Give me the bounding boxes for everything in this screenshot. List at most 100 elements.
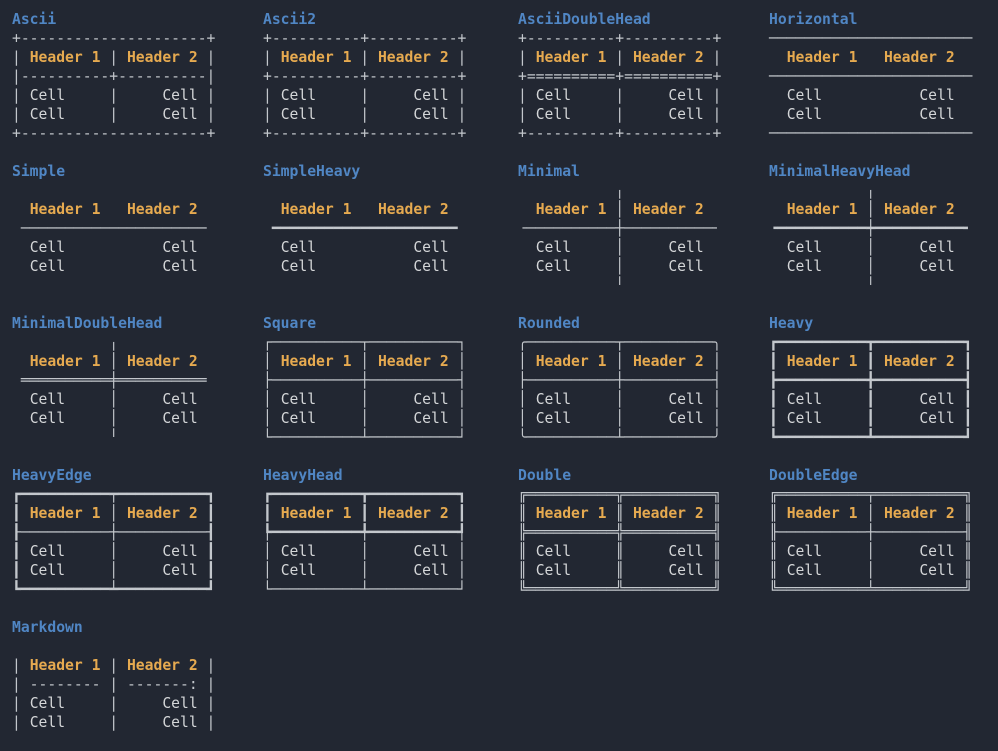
border-left: ║: [518, 562, 536, 579]
cell-value: Cell: [919, 87, 955, 104]
border-bottom-text: ╰──────────┴──────────╯: [518, 429, 722, 446]
table-row: Cell │ Cell: [12, 409, 215, 428]
cell-value: Cell: [29, 106, 66, 123]
border-divider: │: [316, 562, 414, 579]
table-title-line: HeavyEdge: [12, 466, 215, 485]
border-left: │: [263, 562, 281, 579]
cell-value: Cell: [162, 106, 198, 123]
table-border-bottom: [12, 276, 215, 295]
cell-value: Cell: [162, 695, 198, 712]
cell-value: Cell: [29, 258, 66, 275]
table-header-separator: +----------+----------+: [263, 67, 466, 86]
cell-value: Cell: [413, 543, 449, 560]
header-cell-1: Header 1: [29, 657, 101, 674]
separator-text: ╺━━━━━━━━━━┿━━━━━━━━━━╸: [769, 220, 973, 237]
border-right: |: [703, 106, 722, 123]
border-right: │: [703, 391, 722, 408]
border-divider: │: [316, 410, 414, 427]
border-divider: │: [571, 391, 669, 408]
border-right: [955, 258, 973, 275]
cell-value: Cell: [280, 239, 317, 256]
border-divider: ┃: [822, 410, 920, 427]
cell-value: Cell: [919, 543, 955, 560]
table-title-line: MinimalHeavyHead: [769, 162, 972, 181]
table-title: DoubleEdge: [769, 467, 858, 484]
table-title: Rounded: [518, 315, 580, 332]
table-header-row: │ Header 1 │ Header 2 │: [518, 352, 721, 371]
border-top-text: ┏━━━━━━━━━━┳━━━━━━━━━━┓: [263, 486, 467, 503]
border-right: │: [448, 410, 467, 427]
border-right: [198, 239, 216, 256]
table-title: HeavyEdge: [12, 467, 92, 484]
border-left: ║: [518, 543, 536, 560]
border-divider: |: [351, 49, 378, 66]
cell-value: Cell: [786, 239, 823, 256]
border-left: [769, 201, 787, 218]
border-left: [518, 239, 536, 256]
border-divider: ┃: [822, 391, 920, 408]
border-left: ┃: [263, 505, 281, 522]
table-title: Simple: [12, 163, 66, 180]
border-divider: [316, 239, 413, 256]
border-right: [449, 201, 467, 218]
cell-value: Cell: [162, 87, 198, 104]
cell-value: Cell: [280, 87, 317, 104]
table-header-separator: +==========+==========+: [518, 67, 721, 86]
cell-value: Cell: [535, 543, 572, 560]
table-border-bottom: ╚══════════╩══════════╝: [518, 580, 721, 599]
table-border-top: ┏━━━━━━━━━━┯━━━━━━━━━━┓: [12, 485, 215, 504]
border-right: |: [197, 106, 216, 123]
cell-value: Cell: [919, 562, 955, 579]
header-cell-2: Header 2: [883, 505, 955, 522]
cell-value: Cell: [413, 258, 449, 275]
border-right: [198, 353, 216, 370]
cell-value: Cell: [535, 562, 572, 579]
cell-value: Cell: [535, 391, 572, 408]
border-divider: │: [822, 543, 920, 560]
border-left: │: [518, 353, 536, 370]
cell-value: Cell: [29, 562, 66, 579]
border-left: [769, 239, 787, 256]
border-left: [12, 201, 30, 218]
table-border-top: +----------+----------+: [263, 29, 466, 48]
table-border-top: +----------+----------+: [518, 29, 721, 48]
table-title: MinimalDoubleHead: [12, 315, 163, 332]
border-left: │: [263, 410, 281, 427]
border-bottom-text: ┗━━━━━━━━━━┷━━━━━━━━━━┛: [12, 581, 216, 598]
border-left: |: [12, 87, 30, 104]
table-simpleheavy: SimpleHeavy Header 1 Header 2 ━━━━━━━━━━…: [263, 162, 466, 295]
table-row: | Cell | Cell |: [263, 86, 466, 105]
border-top-text: ╷: [769, 182, 973, 199]
border-bottom-text: +----------+----------+: [263, 125, 467, 142]
table-heavyedge: HeavyEdge┏━━━━━━━━━━┯━━━━━━━━━━┓┃ Header…: [12, 466, 215, 599]
border-bottom-text: +---------------------+: [12, 125, 216, 142]
header-cell-1: Header 1: [29, 353, 101, 370]
table-minimalheavyhead: MinimalHeavyHead ╷ Header 1 │ Header 2 ╺…: [769, 162, 972, 295]
border-right: │: [448, 391, 467, 408]
cell-value: Cell: [280, 391, 317, 408]
border-right: [955, 87, 973, 104]
border-left: [12, 353, 30, 370]
table-border-top: ───────────────────────: [769, 29, 972, 48]
cell-value: Cell: [919, 239, 955, 256]
table-border-top: [12, 181, 215, 200]
border-divider: ┃: [351, 505, 378, 522]
border-right: [198, 201, 216, 218]
border-divider: |: [65, 714, 163, 731]
border-left: ║: [769, 543, 787, 560]
border-right: ║: [703, 505, 722, 522]
table-row: │ Cell │ Cell │: [518, 409, 721, 428]
border-left: │: [263, 353, 281, 370]
cell-value: Cell: [162, 410, 198, 427]
table-row: Cell │ Cell: [518, 257, 721, 276]
table-row: ║ Cell │ Cell ║: [769, 561, 972, 580]
cell-value: Cell: [919, 258, 955, 275]
table-header-separator: ┡━━━━━━━━━━╇━━━━━━━━━━┩: [263, 523, 466, 542]
table-header-separator: ╠══════════╬══════════╣: [518, 523, 721, 542]
border-left: ║: [518, 505, 536, 522]
border-bottom-text: ╵: [12, 429, 216, 446]
cell-value: Cell: [413, 391, 449, 408]
border-left: [518, 201, 536, 218]
border-left: |: [263, 49, 281, 66]
